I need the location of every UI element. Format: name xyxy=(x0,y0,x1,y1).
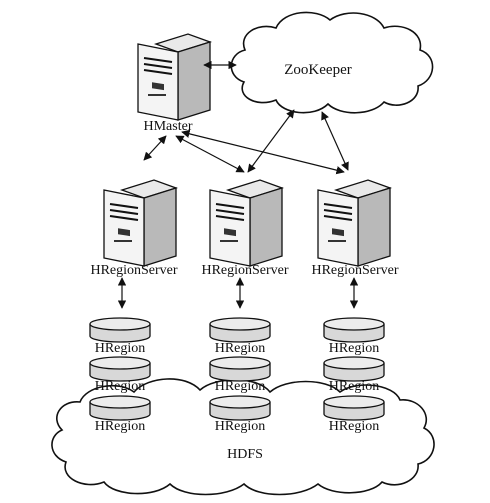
region-disk-2-1 xyxy=(209,317,271,343)
region-disk-3-2 xyxy=(323,356,385,382)
region-label-3-2: HRegion xyxy=(329,379,380,394)
region-disk-1-2 xyxy=(89,356,151,382)
region-disk-1-1 xyxy=(89,317,151,343)
zookeeper-label: ZooKeeper xyxy=(284,62,351,78)
region-server-1-label: HRegionServer xyxy=(90,263,177,278)
region-label-2-3: HRegion xyxy=(215,419,266,434)
region-disk-1-3 xyxy=(89,395,151,421)
region-disk-3-3 xyxy=(323,395,385,421)
region-server-2-icon xyxy=(209,179,283,267)
region-label-1-1: HRegion xyxy=(95,341,146,356)
region-server-1-icon xyxy=(103,179,177,267)
region-label-1-2: HRegion xyxy=(95,379,146,394)
region-label-2-2: HRegion xyxy=(215,379,266,394)
hmaster-label: HMaster xyxy=(144,119,193,134)
region-label-3-1: HRegion xyxy=(329,341,380,356)
region-label-3-3: HRegion xyxy=(329,419,380,434)
region-disk-3-1 xyxy=(323,317,385,343)
region-label-1-3: HRegion xyxy=(95,419,146,434)
region-server-2-label: HRegionServer xyxy=(201,263,288,278)
arrow-master-rs2 xyxy=(175,135,245,173)
region-label-2-1: HRegion xyxy=(215,341,266,356)
arrow-master-rs1 xyxy=(143,135,167,161)
arrow-zookeeper-rs3 xyxy=(321,111,349,171)
region-server-3-icon xyxy=(317,179,391,267)
region-disk-2-2 xyxy=(209,356,271,382)
region-server-3-label: HRegionServer xyxy=(311,263,398,278)
arrow-zookeeper-rs2 xyxy=(247,109,295,173)
region-disk-2-3 xyxy=(209,395,271,421)
hmaster-server-icon xyxy=(137,33,211,121)
hdfs-label: HDFS xyxy=(227,447,263,462)
zookeeper-cloud xyxy=(230,11,434,114)
